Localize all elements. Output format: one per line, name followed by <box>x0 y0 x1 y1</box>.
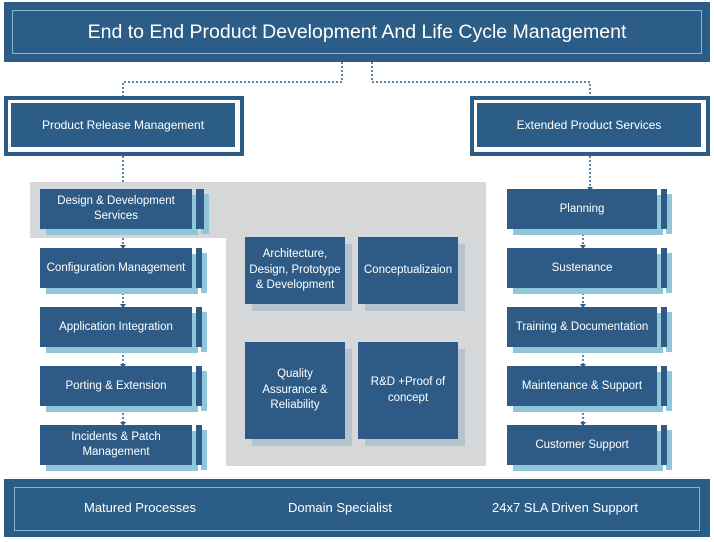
footer-banner <box>4 479 710 537</box>
footer-item-processes: Matured Processes <box>84 500 196 515</box>
left-box-3-tab <box>196 307 202 347</box>
right-box-4-tab <box>661 366 667 406</box>
right-box-5: Customer Support <box>507 425 657 465</box>
left-header: Product Release Management <box>11 103 235 147</box>
left-box-1: Design & Development Services <box>40 189 192 229</box>
footer-frame <box>14 487 700 531</box>
connector-banner-right <box>371 62 591 103</box>
right-box-2-tab <box>661 248 667 288</box>
center-box-architecture: Architecture, Design, Prototype & Develo… <box>245 237 345 304</box>
connector-banner-left <box>122 62 343 103</box>
footer-item-support: 24x7 SLA Driven Support <box>492 500 638 515</box>
right-box-1-tab <box>661 189 667 229</box>
left-box-1-tab <box>196 189 204 229</box>
right-box-2: Sustenance <box>507 248 657 288</box>
left-box-4-tab <box>196 366 202 406</box>
left-box-5: Incidents & Patch Management <box>40 425 192 465</box>
footer-item-specialist: Domain Specialist <box>287 500 393 515</box>
left-box-4: Porting & Extension <box>40 366 192 406</box>
left-box-2: Configuration Management <box>40 248 192 288</box>
left-box-2-tab <box>196 248 202 288</box>
right-box-3-tab <box>661 307 667 347</box>
page-title: End to End Product Development And Life … <box>12 10 702 54</box>
right-box-3: Training & Documentation <box>507 307 657 347</box>
right-box-5-tab <box>661 425 667 465</box>
left-box-3: Application Integration <box>40 307 192 347</box>
center-box-conceptualization: Conceptualizaion <box>358 237 458 304</box>
right-box-1: Planning <box>507 189 657 229</box>
center-box-rnd: R&D +Proof of concept <box>358 342 458 439</box>
right-header: Extended Product Services <box>477 103 701 147</box>
left-box-5-tab <box>196 425 202 465</box>
right-box-4: Maintenance & Support <box>507 366 657 406</box>
center-box-quality: Quality Assurance & Reliability <box>245 342 345 439</box>
title-banner <box>4 2 710 62</box>
